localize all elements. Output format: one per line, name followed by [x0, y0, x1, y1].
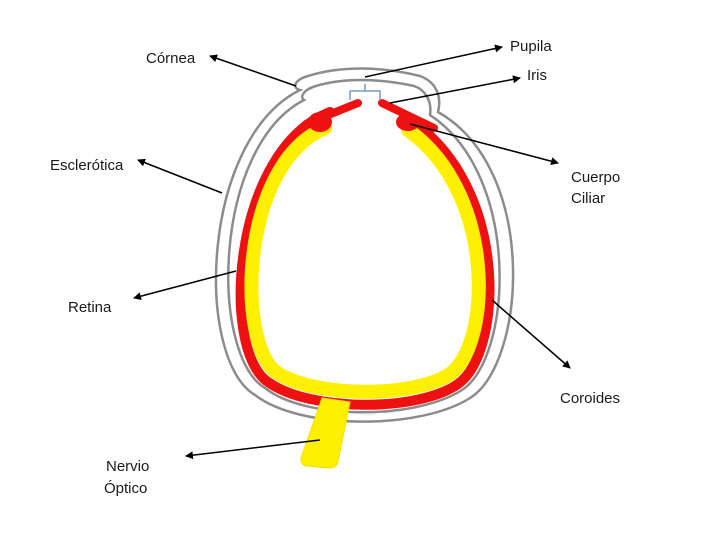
label-cornea: Córnea [146, 50, 196, 67]
pointer-lines [133, 44, 571, 460]
pointer-nervio-optico [185, 439, 321, 460]
pointer-retina [133, 270, 237, 301]
label-cuerpo-ciliar-line2: Ciliar [571, 190, 606, 207]
sclera-inner-outline [227, 78, 501, 414]
pointer-esclerotica [137, 158, 223, 194]
label-pupila: Pupila [510, 38, 552, 55]
optic-nerve [300, 397, 351, 469]
label-iris: Iris [527, 67, 547, 84]
label-coroides: Coroides [560, 390, 621, 407]
ciliary-body-right [396, 113, 420, 131]
ciliary-body-left [308, 112, 332, 132]
pupil-bracket [349, 84, 381, 100]
retina-layer [244, 121, 486, 399]
pointer-pupila [364, 44, 503, 78]
label-nervio-optico-line2: Óptico [104, 480, 148, 497]
label-nervio-optico-line1: Nervio [106, 458, 150, 475]
pointer-iris [389, 75, 521, 104]
choroid-layer [235, 107, 495, 410]
label-esclerotica: Esclerótica [50, 157, 124, 174]
pointer-coroides [491, 299, 571, 369]
pointer-cornea [209, 54, 297, 87]
pointer-cuerpo-ciliar [409, 123, 559, 166]
label-cuerpo-ciliar-line1: Cuerpo [571, 169, 621, 186]
label-retina: Retina [68, 299, 112, 316]
sclera-outer-outline [214, 67, 515, 423]
